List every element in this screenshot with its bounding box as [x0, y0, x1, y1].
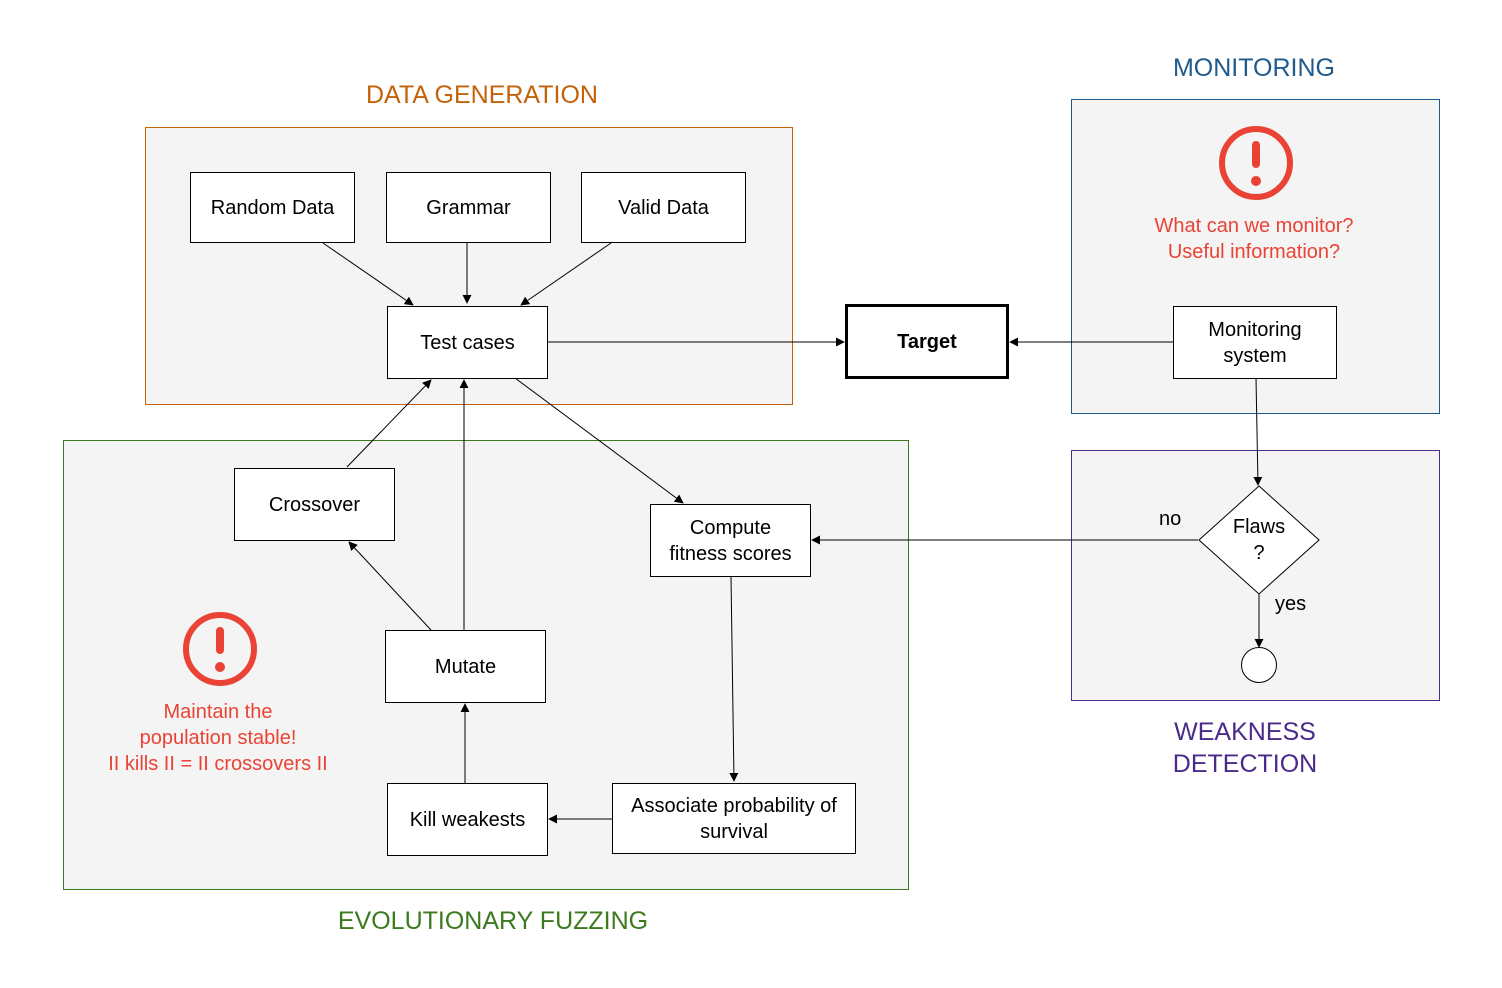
- data-generation-title: DATA GENERATION: [366, 81, 598, 109]
- node-monitoring-system-line2: system: [1223, 344, 1287, 367]
- node-monitoring-system: Monitoring system: [1173, 306, 1337, 379]
- monitoring-alert-icon: [1219, 126, 1293, 200]
- edge-valid-to-testcases: [520, 242, 612, 306]
- node-associate-line2: survival: [700, 820, 768, 843]
- fuzzing-alert-icon: [183, 612, 257, 686]
- node-random-data: Random Data: [190, 172, 355, 243]
- node-associate-line1: Associate probability of: [631, 794, 837, 817]
- weakness-detection-title-line2: DETECTION: [1172, 750, 1318, 778]
- node-monitoring-system-line1: Monitoring: [1208, 318, 1302, 341]
- evolutionary-fuzzing-title: EVOLUTIONARY FUZZING: [337, 907, 649, 935]
- end-terminal-circle: [1241, 647, 1277, 683]
- edge-testcases-to-fitness: [514, 377, 684, 504]
- weakness-detection-title: WEAKNESS DETECTION: [1095, 716, 1395, 780]
- node-compute-fitness-line1: Compute: [689, 516, 772, 539]
- edge-label-yes: yes: [1275, 593, 1307, 615]
- monitoring-note: What can we monitor? Useful information?: [1104, 213, 1404, 265]
- node-flaws-line1: Flaws: [1232, 516, 1286, 538]
- node-crossover: Crossover: [234, 468, 395, 541]
- fuzzing-note-line1: Maintain the: [163, 701, 273, 723]
- node-mutate: Mutate: [385, 630, 546, 703]
- node-compute-fitness-line2: fitness scores: [669, 542, 792, 565]
- monitoring-title: MONITORING: [1172, 54, 1336, 82]
- node-grammar: Grammar: [386, 172, 551, 243]
- monitoring-note-line2: Useful information?: [1167, 241, 1341, 263]
- node-target: Target: [845, 304, 1009, 379]
- edge-monitoring-to-flaws: [1253, 377, 1263, 486]
- edge-fitness-to-associate: [729, 576, 739, 782]
- fuzzing-note-line3: II kills II = II crossovers II: [108, 753, 328, 775]
- node-kill-weakests: Kill weakests: [387, 783, 548, 856]
- node-flaws-line2: ?: [1253, 542, 1265, 564]
- node-compute-fitness: Compute fitness scores: [650, 504, 811, 577]
- fuzzing-note: Maintain the population stable! II kills…: [68, 699, 368, 777]
- edge-label-no: no: [1159, 508, 1182, 530]
- fuzzing-note-line2: population stable!: [139, 727, 297, 749]
- flaws-decision-diamond: [1198, 485, 1320, 595]
- monitoring-note-line1: What can we monitor?: [1154, 215, 1354, 237]
- weakness-detection-title-line1: WEAKNESS: [1174, 718, 1316, 746]
- node-flaws-label: Flaws ?: [1209, 514, 1309, 566]
- edge-mutate-to-crossover: [348, 541, 432, 631]
- node-associate-probability: Associate probability of survival: [612, 783, 856, 854]
- edge-crossover-to-testcases: [346, 379, 432, 468]
- edge-random-to-testcases: [322, 242, 414, 306]
- node-test-cases: Test cases: [387, 306, 548, 379]
- node-valid-data: Valid Data: [581, 172, 746, 243]
